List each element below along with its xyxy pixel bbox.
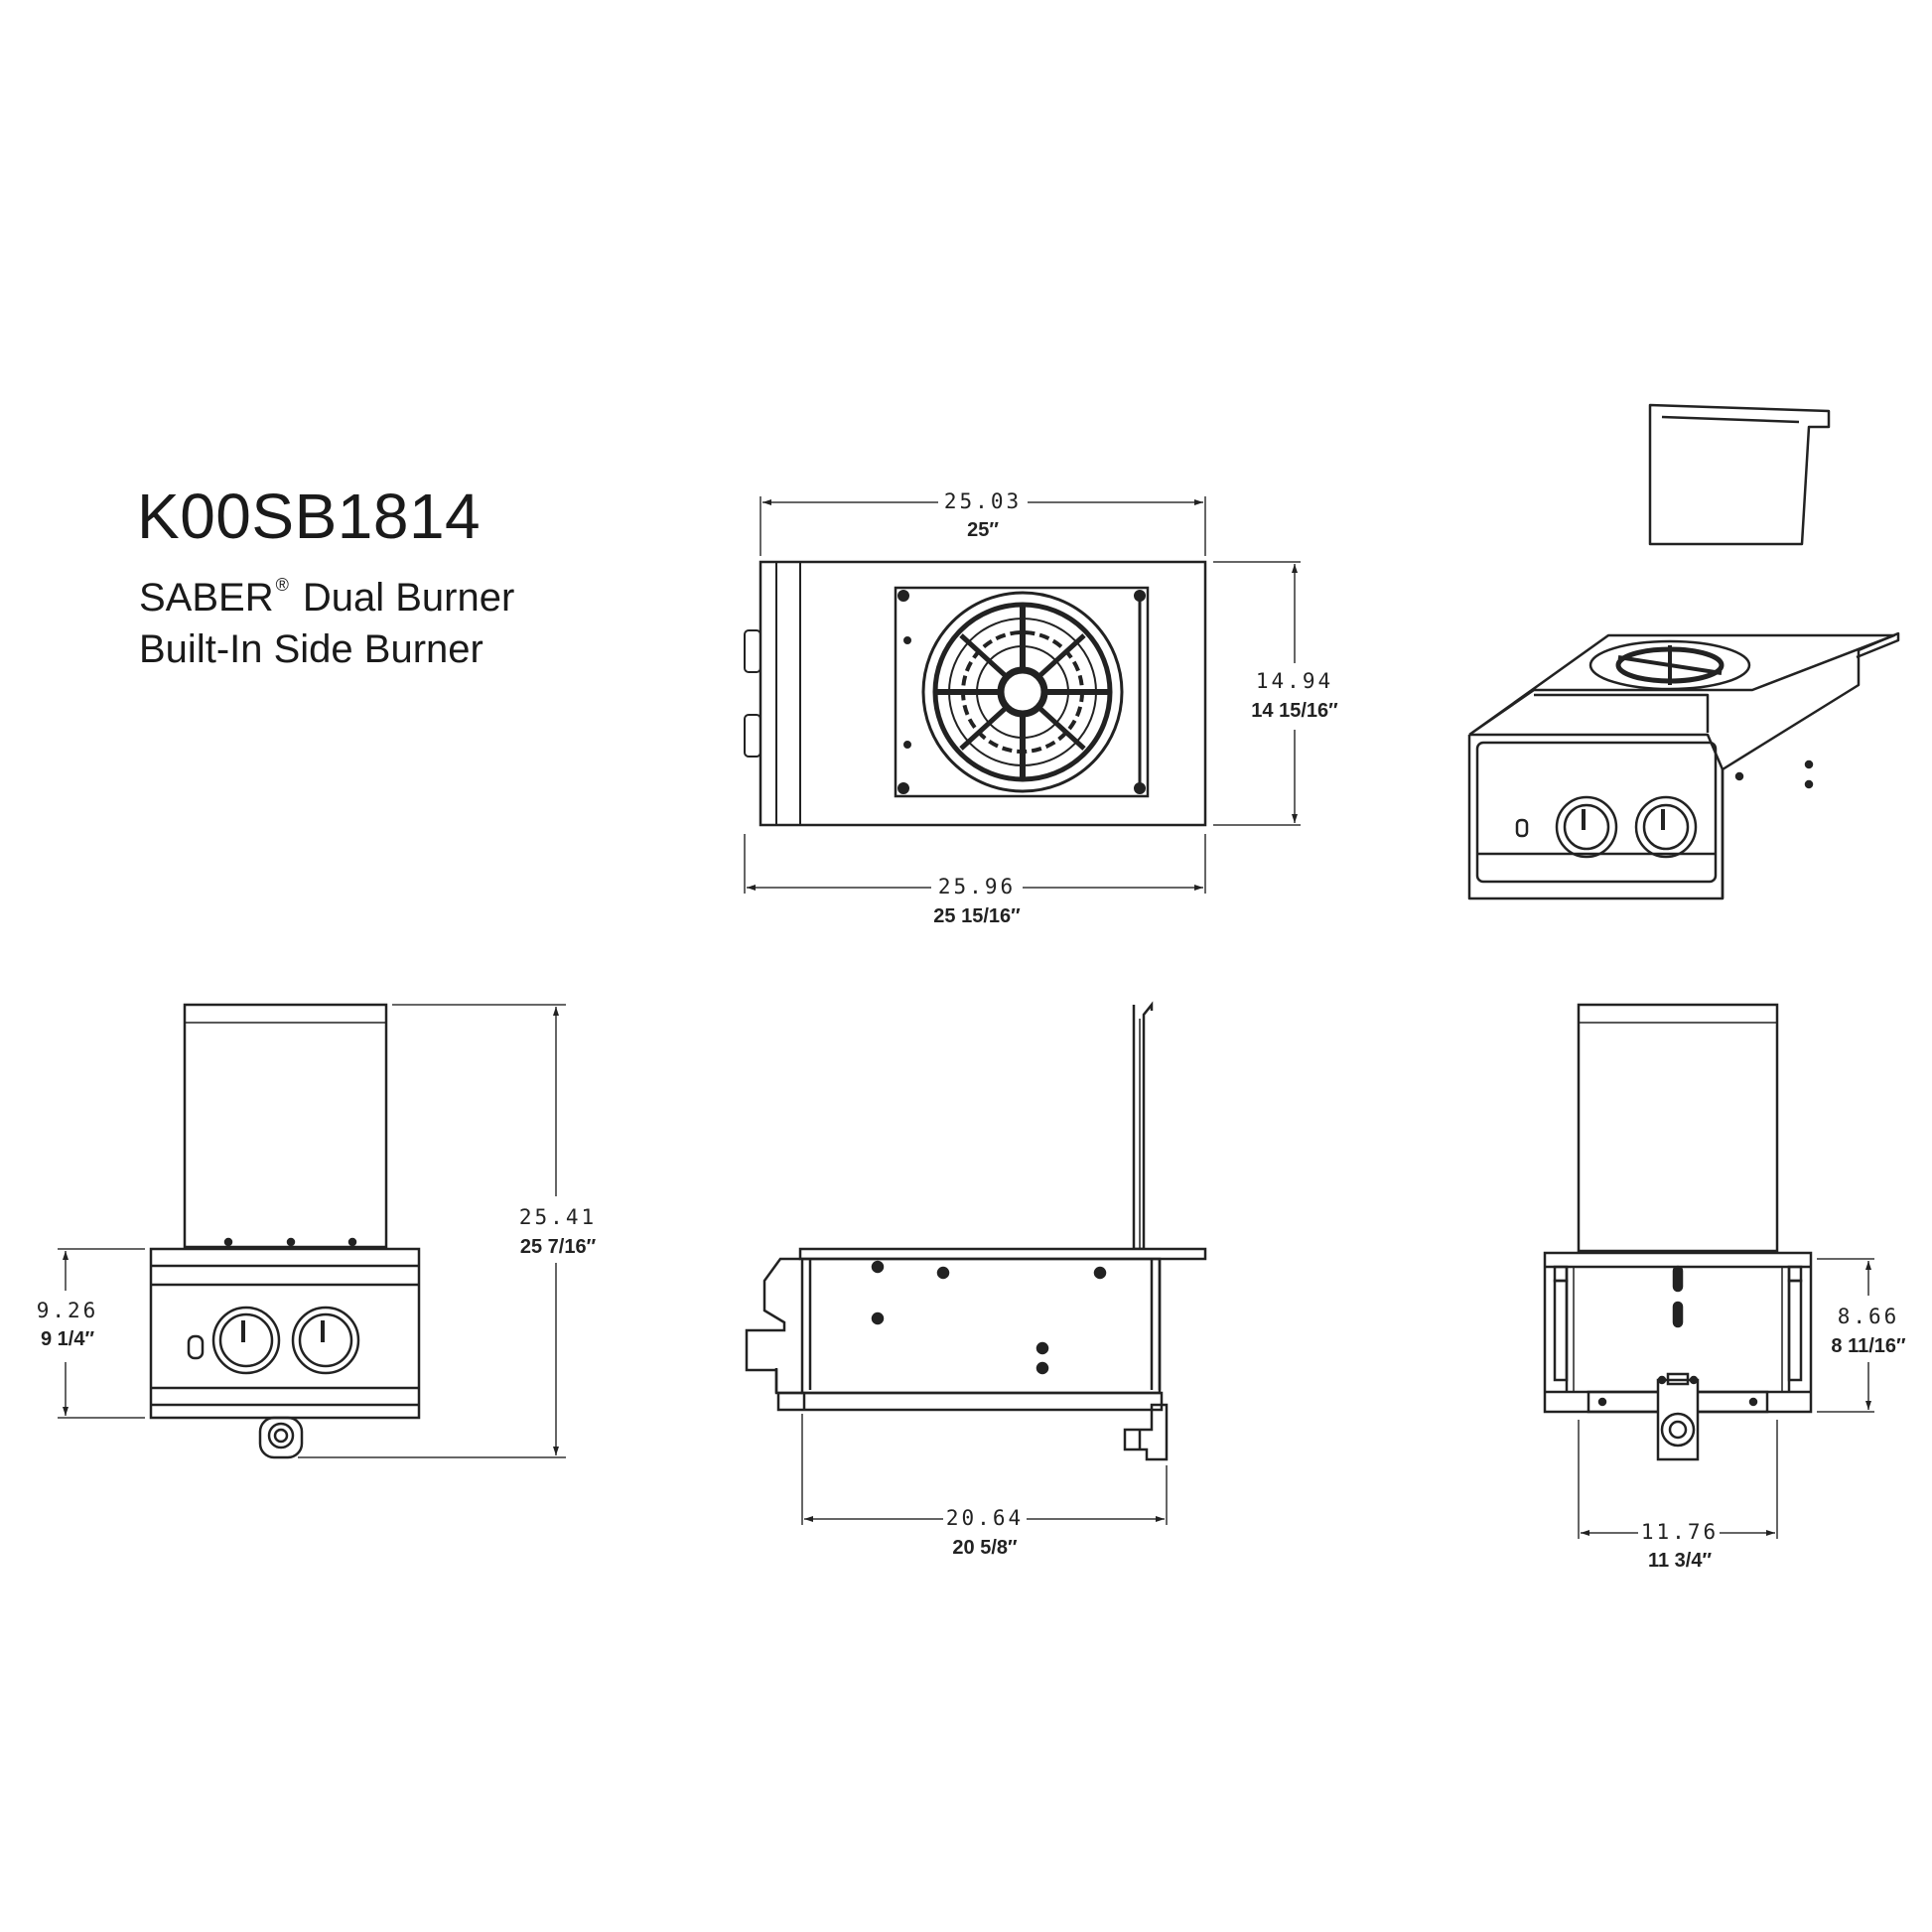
dim-top-width-inner-decimal: 25.03 (944, 489, 1022, 513)
dimension-lines-side-view (801, 1414, 1168, 1525)
dim-top-width-inner-fraction: 25″ (967, 519, 999, 541)
dim-top-width-outer-decimal: 25.96 (938, 875, 1016, 898)
dim-top-depth-fraction: 14 15/16″ (1251, 700, 1338, 722)
product-line-1: SABER® Dual Burner (139, 576, 514, 618)
dim-back-width-decimal: 11.76 (1641, 1520, 1719, 1544)
dim-back-height-decimal: 8.66 (1838, 1305, 1900, 1328)
registered-mark: ® (275, 575, 289, 595)
model-number: K00SB1814 (137, 481, 482, 552)
dim-side-depth-fraction: 20 5/8″ (952, 1537, 1018, 1559)
top-view (744, 560, 1207, 827)
isometric-view (1467, 403, 1900, 900)
dim-back-height-fraction: 8 11/16″ (1831, 1335, 1906, 1357)
dimension-lines-back-view (1578, 1258, 1874, 1539)
product-line-2: Built-In Side Burner (139, 627, 483, 671)
side-view (745, 1001, 1207, 1461)
back-view (1543, 1003, 1813, 1461)
dim-front-total-height-fraction: 25 7/16″ (520, 1236, 597, 1258)
dim-back-width-fraction: 11 3/4″ (1648, 1550, 1713, 1572)
dim-front-body-height-fraction: 9 1/4″ (41, 1328, 94, 1350)
dimension-lines-top-view (744, 496, 1301, 894)
dimension-lines-front-view (58, 1004, 566, 1458)
dim-front-total-height-decimal: 25.41 (519, 1205, 597, 1229)
front-view (149, 1003, 421, 1459)
brand-name: SABER (139, 576, 274, 620)
dim-top-depth-decimal: 14.94 (1256, 669, 1333, 693)
dim-top-width-outer-fraction: 25 15/16″ (933, 905, 1021, 927)
product-type: Dual Burner (302, 576, 515, 620)
dim-side-depth-decimal: 20.64 (946, 1506, 1024, 1530)
dim-front-body-height-decimal: 9.26 (37, 1299, 99, 1322)
